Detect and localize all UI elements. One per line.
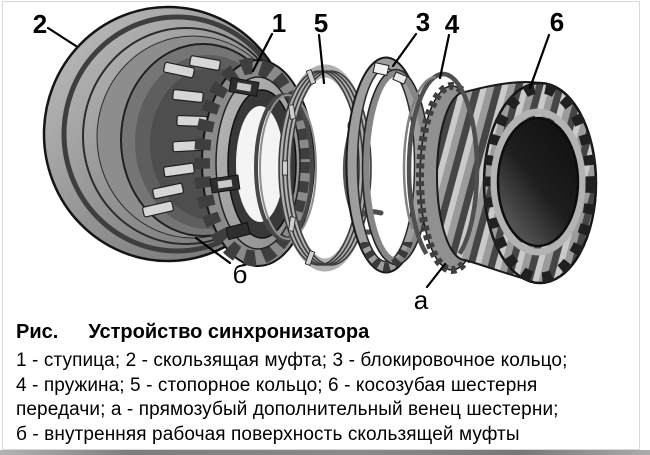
blocking-ring-notches [372, 62, 408, 85]
caption-line-1: 1 - ступица; 2 - скользящая муфта; 3 - б… [16, 350, 568, 371]
caption-line-3: передачи; а - прямозубый дополнительный … [16, 399, 559, 420]
blocking-ring-dog-teeth [358, 242, 414, 272]
caption-line-2: 4 - пружина; 5 - стопорное кольцо; 6 - к… [16, 374, 538, 396]
caption-title-text: Устройство синхронизатора [88, 321, 370, 343]
cone-tie-bars [282, 69, 317, 266]
figure-caption: Рис. Устройство синхронизатора 1 - ступиц… [16, 320, 636, 447]
leader-line-b [194, 236, 232, 265]
bottom-edge-strip [0, 450, 650, 455]
gear-bore [496, 116, 580, 248]
callout-leader-lines [46, 26, 551, 289]
leader-line-4 [438, 33, 451, 80]
callout-labels: 2 1 5 3 4 6 а б [33, 7, 564, 314]
callout-label-b: б [233, 259, 248, 289]
part-circlip [254, 93, 317, 241]
callout-label-3: 3 [416, 7, 430, 37]
synchronizer-exploded-diagram: 2 1 5 3 4 6 а б [33, 5, 598, 314]
callout-label-1: 1 [272, 8, 286, 38]
callout-label-a: а [414, 285, 429, 314]
leader-line-2 [46, 26, 78, 48]
caption-figure-label: Рис. [16, 321, 59, 343]
caption-line-4: б - внутренняя рабочая поверхность сколь… [16, 423, 520, 445]
leader-line-5 [317, 33, 326, 85]
part-gear [416, 81, 598, 285]
callout-label-4: 4 [445, 9, 460, 39]
gear-crown-teeth [483, 82, 597, 284]
callout-label-5: 5 [314, 8, 328, 38]
leader-line-a [425, 262, 447, 289]
leader-line-6 [528, 33, 551, 90]
leader-line-3 [391, 32, 418, 68]
caption-title: Рис. Устройство синхронизатора [16, 320, 636, 344]
hub-keyway-slots [209, 77, 260, 241]
callout-label-2: 2 [33, 9, 47, 39]
callout-label-6: 6 [550, 7, 564, 37]
sleeve-inner-splines [142, 55, 221, 218]
leader-line-1 [251, 32, 274, 73]
part-spring [402, 71, 480, 269]
